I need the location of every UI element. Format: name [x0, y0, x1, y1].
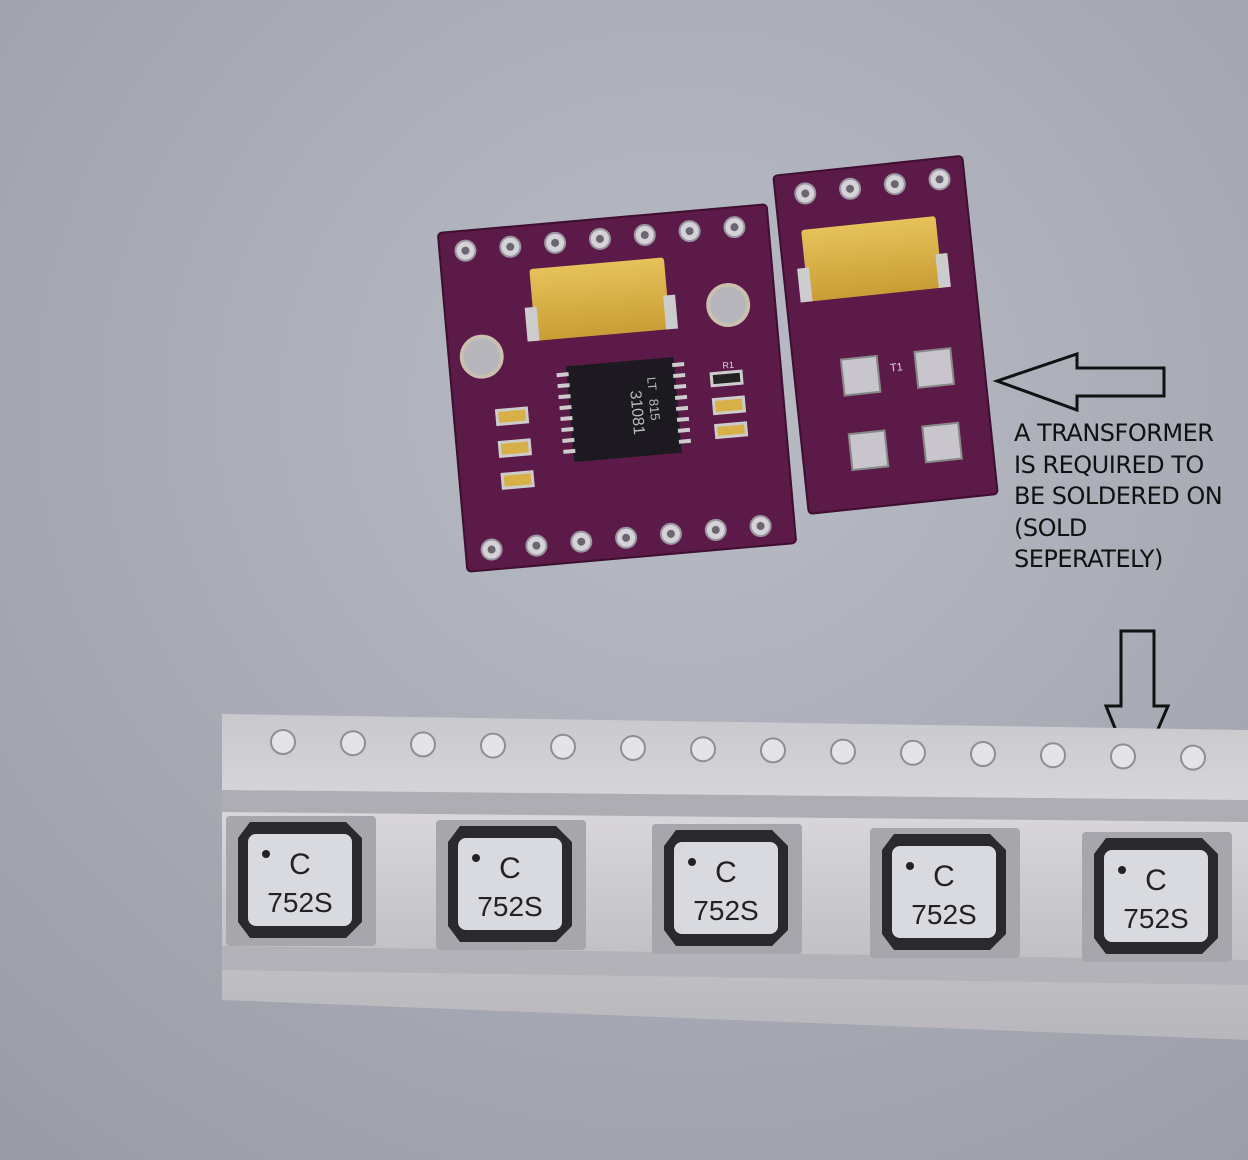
sprocket-hole — [760, 737, 786, 764]
pin-header-top — [794, 168, 951, 205]
sprocket-hole — [830, 738, 856, 765]
sprocket-hole — [1040, 742, 1066, 769]
pin-header-top — [454, 216, 746, 262]
component-mark: C — [933, 860, 955, 893]
sprocket-holes — [270, 729, 1206, 771]
sprocket-hole — [270, 729, 296, 755]
chip-part-number: 31081 — [626, 390, 647, 436]
t1-silkscreen: T1 — [889, 361, 903, 374]
component-code: 752S — [477, 891, 542, 922]
transformer-footprint: T1 — [839, 347, 963, 472]
component-mark: C — [1145, 864, 1167, 897]
pcb-right: T1 — [772, 155, 999, 515]
component-mark: C — [289, 848, 311, 881]
annotation-line: A TRANSFORMER — [1014, 419, 1214, 447]
component-code: 752S — [693, 895, 758, 926]
ic-chip: 31081 LT 815 — [556, 356, 692, 463]
sprocket-hole — [410, 731, 436, 758]
sprocket-hole — [1110, 743, 1136, 770]
chip-logo: LT — [644, 376, 659, 391]
tape-transformer-component: C 752S — [1082, 832, 1232, 962]
sprocket-hole — [970, 741, 996, 767]
component-mark: C — [715, 856, 737, 889]
annotation-line: (SOLD — [1014, 513, 1087, 542]
sprocket-hole — [900, 739, 926, 766]
annotation-line: IS REQUIRED TO — [1014, 450, 1204, 479]
sprocket-hole — [480, 732, 506, 759]
tape-transformer-component: C 752S — [870, 828, 1020, 958]
component-mark: C — [499, 852, 521, 885]
component-tape: C 752S C 752S C 752S C 752S C 752S — [222, 714, 1248, 1040]
sprocket-hole — [340, 730, 366, 757]
mounting-hole — [459, 334, 504, 379]
annotation-line: SEPERATELY) — [1014, 545, 1163, 573]
chip-date-code: 815 — [646, 398, 663, 421]
component-code: 752S — [911, 899, 976, 930]
r1-silkscreen: R1 — [722, 360, 734, 371]
annotation-line: BE SOLDERED ON — [1014, 482, 1223, 510]
mounting-hole — [706, 282, 751, 327]
component-code: 752S — [1123, 903, 1188, 934]
pin-header-bottom — [480, 515, 772, 561]
sprocket-hole — [620, 735, 646, 761]
tantalum-capacitor — [529, 257, 670, 341]
left-arrow-icon — [992, 351, 1166, 413]
tape-transformer-component: C 752S — [226, 816, 376, 946]
pcb-left: 31081 LT 815 R1 — [437, 203, 797, 573]
sprocket-hole — [690, 736, 716, 763]
sprocket-hole — [1180, 744, 1206, 771]
tape-transformer-component: C 752S — [652, 824, 802, 954]
smd-passives: R1 — [494, 360, 749, 490]
component-code: 752S — [267, 887, 332, 918]
annotation-text: A TRANSFORMER IS REQUIRED TO BE SOLDERED… — [1014, 418, 1248, 576]
tantalum-capacitor — [801, 216, 943, 302]
tape-transformer-component: C 752S — [436, 820, 586, 950]
sprocket-hole — [550, 733, 576, 760]
